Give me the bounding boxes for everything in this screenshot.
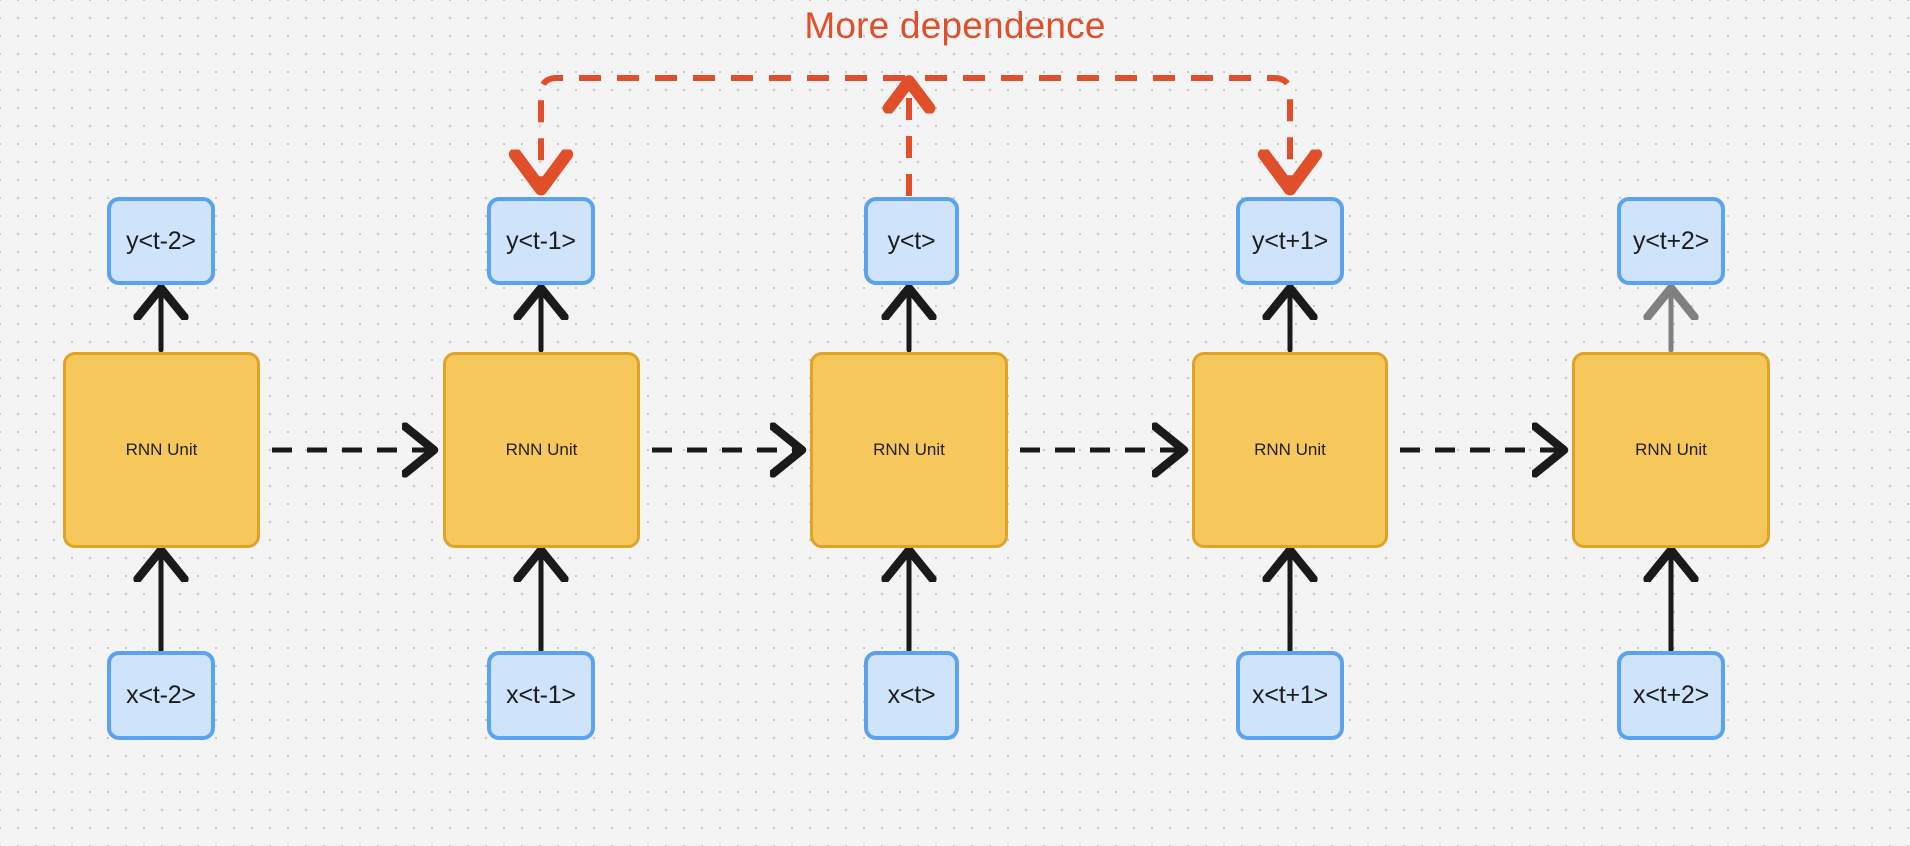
edge-group-dependence	[541, 75, 1290, 196]
input-node-x-t-plus-1[interactable]: x<t+1>	[1236, 651, 1344, 740]
rnn-unit-5[interactable]: RNN Unit	[1572, 352, 1770, 548]
edge-group-input-to-unit	[161, 556, 1671, 653]
input-node-x-t[interactable]: x<t>	[864, 651, 959, 740]
rnn-unit-4[interactable]: RNN Unit	[1192, 352, 1388, 548]
output-node-y-t[interactable]: y<t>	[864, 197, 959, 285]
edge-dependence-to-next	[925, 75, 1290, 182]
input-node-label: x<t-1>	[506, 681, 576, 709]
input-node-x-t-minus-2[interactable]: x<t-2>	[107, 651, 215, 740]
output-node-label: y<t+2>	[1633, 226, 1709, 255]
rnn-unit-3[interactable]: RNN Unit	[810, 352, 1008, 548]
rnn-unit-label: RNN Unit	[1254, 440, 1326, 459]
rnn-unit-label: RNN Unit	[125, 440, 198, 459]
edge-dependence-to-prev	[541, 75, 905, 182]
rnn-unit-1[interactable]: RNN Unit	[63, 352, 260, 548]
output-node-y-t-minus-2[interactable]: y<t-2>	[107, 197, 215, 285]
input-node-label: x<t+1>	[1252, 681, 1328, 709]
output-node-y-t-plus-1[interactable]: y<t+1>	[1236, 197, 1344, 285]
output-node-label: y<t+1>	[1252, 226, 1328, 255]
input-node-x-t-plus-2[interactable]: x<t+2>	[1617, 651, 1725, 740]
output-node-label: y<t-2>	[126, 226, 196, 255]
output-node-y-t-plus-2[interactable]: y<t+2>	[1617, 197, 1725, 285]
rnn-unit-label: RNN Unit	[873, 440, 945, 459]
rnn-unit-label: RNN Unit	[505, 440, 578, 459]
rnn-unit-label: RNN Unit	[1635, 440, 1707, 459]
edge-group-unit-to-output	[161, 294, 1671, 353]
rnn-unit-2[interactable]: RNN Unit	[443, 352, 640, 548]
input-node-label: x<t>	[887, 681, 936, 709]
input-node-label: x<t-2>	[126, 681, 196, 709]
input-node-label: x<t+2>	[1633, 681, 1709, 709]
output-node-y-t-minus-1[interactable]: y<t-1>	[487, 197, 595, 285]
diagram-title: More dependence	[804, 5, 1106, 46]
output-node-label: y<t-1>	[506, 226, 576, 255]
input-node-x-t-minus-1[interactable]: x<t-1>	[487, 651, 595, 740]
output-node-label: y<t>	[887, 226, 936, 255]
